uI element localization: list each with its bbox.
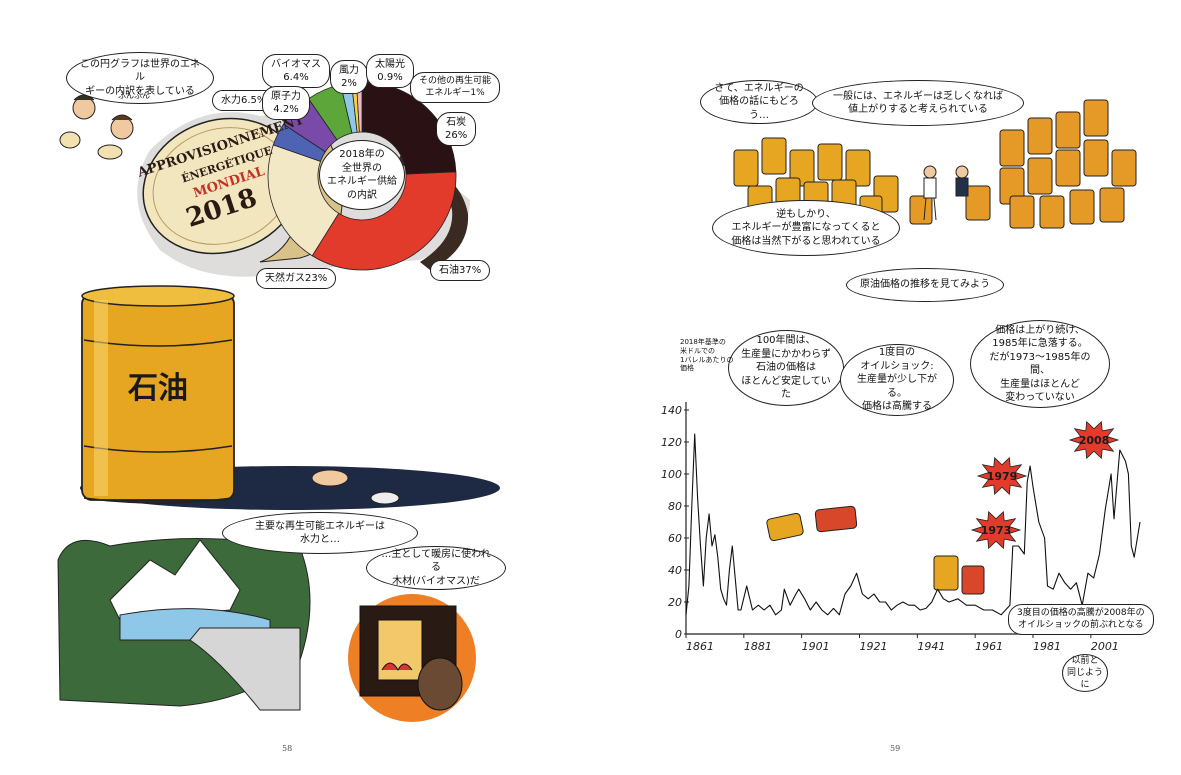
bubble-look-at-price: 原油価格の推移を見てみよう — [846, 268, 1004, 302]
y-tick-label-4: 80 — [668, 500, 682, 513]
bubble-back-to-price: さて、エネルギーの 価格の話にもどろう… — [700, 80, 818, 124]
barrel-label: 石油 — [127, 371, 188, 406]
x-tick-label-5: 1961 — [975, 640, 1003, 653]
two-characters — [923, 165, 969, 221]
pie-label-oil: 石油37% — [430, 260, 491, 281]
x-tick-label-2: 1901 — [802, 640, 830, 653]
pie-intro-bubble: この円グラフは世界のエネル ギーの内訳を表している — [66, 52, 214, 104]
wood-bubble: …主として暖房に使われる 木材(バイオマス)だ — [366, 546, 506, 590]
page-number-right: 59 — [890, 744, 901, 753]
burst-label-0: 1973 — [981, 524, 1012, 537]
pie-label-solar: 太陽光 0.9% — [366, 54, 414, 88]
burst-0 — [970, 510, 1022, 550]
y-tick-label-6: 120 — [661, 436, 682, 449]
y-tick-label-3: 60 — [668, 532, 682, 545]
y-tick-label-7: 140 — [661, 404, 682, 417]
bubble-100-years-stable: 100年間は、 生産量にかかわらず 石油の価格は ほとんど安定していた — [728, 330, 844, 406]
pie-slice-2 — [267, 144, 340, 257]
y-tick-label-5: 100 — [661, 468, 682, 481]
burst-2 — [1068, 420, 1120, 460]
pie-label-coal: 石炭 26% — [436, 112, 477, 146]
y-tick-label-2: 40 — [668, 564, 682, 577]
burst-label-2: 2008 — [1079, 434, 1110, 447]
x-tick-label-4: 1941 — [917, 640, 945, 653]
pie-label-other: その他の再生可能 エネルギー1% — [410, 72, 501, 104]
pie-label-wind: 風力 2% — [330, 60, 368, 94]
bubble-reverse-belief: 逆もしかり、 エネルギーが豊富になってくると 価格は当然下がると思われている — [712, 200, 900, 256]
hydro-dam-illustration — [57, 538, 311, 711]
pie-aside-text: ふんふん — [118, 91, 150, 100]
renewables-bubble: 主要な再生可能エネルギーは 水力と… — [222, 512, 418, 554]
burst-1 — [976, 456, 1028, 496]
chart-illustrations — [766, 505, 985, 595]
page-number-left: 58 — [282, 744, 293, 753]
bubble-first-oil-shock: 1度目の オイルショック: 生産量が少し下がる。 価格は高騰する — [840, 344, 954, 416]
price-line-series-0 — [685, 433, 1141, 616]
pie-label-nuclear: 原子力 4.2% — [262, 86, 310, 120]
bubble-price-rise: 価格は上がり続け、 1985年に急落する。 だが1973〜1985年の間、 生産… — [970, 320, 1110, 408]
barrel-pile-right — [909, 99, 1137, 229]
x-tick-label-1: 1881 — [744, 640, 772, 653]
pie-center-label: 2018年の 全世界の エネルギー供給 の内訳 — [319, 140, 405, 210]
burst-label-1: 1979 — [987, 470, 1018, 483]
bubble-general-belief: 一般には、エネルギーは乏しくなれば 値上がりすると考えられている — [812, 80, 1024, 126]
x-tick-label-3: 1921 — [860, 640, 888, 653]
y-axis-label: 2018年基準の 米ドルでの 1バレルあたりの 価格 — [680, 338, 734, 373]
bubble-same-as-before: 以前と 同じように — [1062, 654, 1108, 692]
fireplace-illustration — [348, 594, 476, 722]
y-tick-label-0: 0 — [675, 628, 682, 641]
pie-label-gas: 天然ガス23% — [256, 268, 337, 289]
pie-slice-0 — [361, 81, 457, 175]
pie-slice-1 — [311, 171, 457, 271]
y-tick-label-1: 20 — [668, 596, 682, 609]
x-tick-label-7: 2001 — [1091, 640, 1119, 653]
oil-barrel-illustration — [80, 285, 500, 510]
x-tick-label-6: 1981 — [1033, 640, 1061, 653]
bubble-third-spike: 3度目の価格の高騰が2008年の オイルショックの前ぶれとなる — [1008, 604, 1154, 636]
x-tick-label-0: 1861 — [686, 640, 714, 653]
